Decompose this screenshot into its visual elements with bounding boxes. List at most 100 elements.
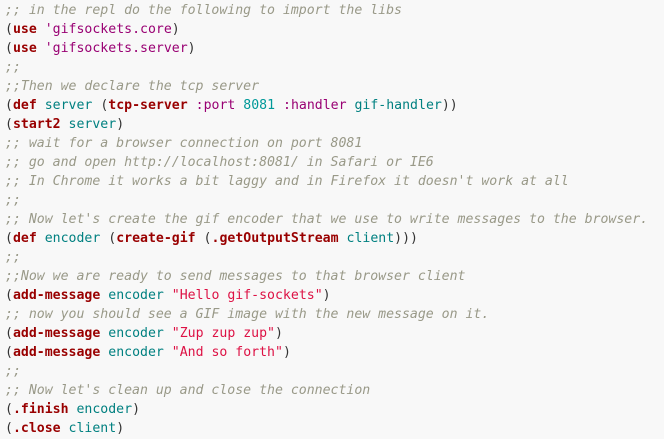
code-token-variable: encoder	[44, 231, 101, 246]
code-token-variable: client	[346, 231, 395, 246]
code-token-string: "Hello gif-sockets"	[171, 288, 323, 303]
code-line: (use 'gifsockets.server)	[5, 39, 660, 58]
code-line: ;; wait for a browser connection on port…	[5, 134, 660, 153]
code-line: ;;	[5, 248, 660, 267]
code-line: (def server (tcp-server :port 8081 :hand…	[5, 96, 660, 115]
code-token-symbol: 'gifsockets.core	[44, 22, 172, 37]
code-token-plain	[61, 117, 69, 132]
code-token-variable: encoder	[108, 288, 164, 303]
code-token-keyword-function: start2	[12, 117, 61, 132]
code-line: ;;Then we declare the tcp server	[5, 77, 660, 96]
code-token-comment: ;;	[5, 60, 21, 75]
code-token-plain: (	[5, 288, 13, 303]
code-token-plain	[37, 98, 45, 113]
code-token-plain	[37, 22, 45, 37]
code-token-variable: encoder	[108, 345, 164, 360]
code-line: (add-message encoder "And so forth")	[5, 343, 660, 362]
code-line: ;;	[5, 362, 660, 381]
code-token-plain	[339, 231, 347, 246]
code-token-variable: gif-handler	[354, 98, 442, 113]
code-token-variable: encoder	[108, 326, 164, 341]
code-token-plain: (	[5, 345, 13, 360]
code-token-comment: ;;Now we are ready to send messages to t…	[5, 269, 466, 284]
code-token-plain	[37, 41, 45, 56]
code-token-number: 8081	[243, 98, 276, 113]
code-token-variable: encoder	[76, 402, 133, 417]
code-token-plain	[164, 345, 172, 360]
code-token-plain: (	[5, 117, 13, 132]
code-token-comment: ;; Now let's create the gif encoder that…	[5, 212, 649, 227]
code-token-keyword-function: create-gif	[116, 231, 196, 246]
code-line: ;;	[5, 58, 660, 77]
code-line: (.close client)	[5, 419, 660, 438]
code-token-keyword-function: .close	[12, 421, 61, 436]
code-token-variable: server	[68, 117, 117, 132]
code-token-comment: ;;Then we declare the tcp server	[5, 79, 260, 94]
code-token-comment: ;; Now let's clean up and close the conn…	[5, 383, 371, 398]
code-token-plain	[188, 98, 196, 113]
code-line: (.finish encoder)	[5, 400, 660, 419]
code-token-string: "Zup zup zup"	[171, 326, 275, 341]
code-token-plain: (	[100, 231, 117, 246]
code-token-comment: ;; In Chrome it works a bit laggy and in…	[5, 174, 569, 189]
code-line: (start2 server)	[5, 115, 660, 134]
code-token-plain: )	[322, 288, 331, 303]
code-token-variable: client	[68, 421, 117, 436]
code-token-keyword-function: use	[12, 22, 37, 37]
code-token-comment: ;; now you should see a GIF image with t…	[5, 307, 490, 322]
code-token-comment: ;; in the repl do the following to impor…	[5, 3, 402, 18]
code-token-plain: (	[5, 22, 13, 37]
code-token-string: "And so forth"	[171, 345, 283, 360]
code-token-variable: server	[44, 98, 93, 113]
code-line: (add-message encoder "Hello gif-sockets"…	[5, 286, 660, 305]
code-token-keyword-function: tcp-server	[108, 98, 188, 113]
code-line: ;;Now we are ready to send messages to t…	[5, 267, 660, 286]
code-token-plain: (	[5, 98, 13, 113]
code-line: ;; in the repl do the following to impor…	[5, 1, 660, 20]
code-token-plain: (	[92, 98, 109, 113]
code-token-plain: )	[116, 117, 125, 132]
code-line: ;;	[5, 191, 660, 210]
code-line: ;; Now let's clean up and close the conn…	[5, 381, 660, 400]
code-token-plain	[37, 231, 45, 246]
code-token-keyword-function: add-message	[12, 288, 101, 303]
code-token-comment: ;;	[5, 364, 21, 379]
code-line: ;; Now let's create the gif encoder that…	[5, 210, 660, 229]
code-token-comment: ;; wait for a browser connection on port…	[5, 136, 363, 151]
code-token-comment: ;;	[5, 250, 21, 265]
code-line: (use 'gifsockets.core)	[5, 20, 660, 39]
code-token-comment: ;; go and open http://localhost:8081/ in…	[5, 155, 434, 170]
code-token-plain	[164, 288, 172, 303]
code-token-plain: )	[132, 402, 141, 417]
code-line: (def encoder (create-gif (.getOutputStre…	[5, 229, 660, 248]
code-token-keyword-function: def	[12, 231, 37, 246]
code-line: ;; In Chrome it works a bit laggy and in…	[5, 172, 660, 191]
code-token-symbol: :port	[195, 98, 236, 113]
code-token-keyword-function: .finish	[12, 402, 69, 417]
code-line: ;; now you should see a GIF image with t…	[5, 305, 660, 324]
code-token-keyword-function: add-message	[12, 345, 101, 360]
code-token-plain: ))	[441, 98, 458, 113]
code-token-plain: (	[5, 421, 13, 436]
code-token-symbol: :handler	[283, 98, 347, 113]
code-line: ;; go and open http://localhost:8081/ in…	[5, 153, 660, 172]
code-token-plain: )	[282, 345, 291, 360]
code-token-comment: ;;	[5, 193, 21, 208]
code-token-plain: )	[171, 22, 180, 37]
code-token-plain: (	[195, 231, 212, 246]
code-token-plain: (	[5, 402, 13, 417]
code-token-plain: )	[275, 326, 283, 341]
code-token-plain	[164, 326, 172, 341]
code-token-plain	[61, 421, 69, 436]
code-token-plain: )	[116, 421, 125, 436]
code-token-keyword-function: .getOutputStream	[211, 231, 339, 246]
code-token-plain: )))	[394, 231, 418, 246]
code-token-plain	[275, 98, 283, 113]
code-token-plain: )	[187, 41, 196, 56]
code-token-keyword-function: use	[12, 41, 37, 56]
code-token-plain: (	[5, 326, 13, 341]
code-line: (add-message encoder "Zup zup zup")	[5, 324, 660, 343]
code-token-keyword-function: def	[12, 98, 37, 113]
